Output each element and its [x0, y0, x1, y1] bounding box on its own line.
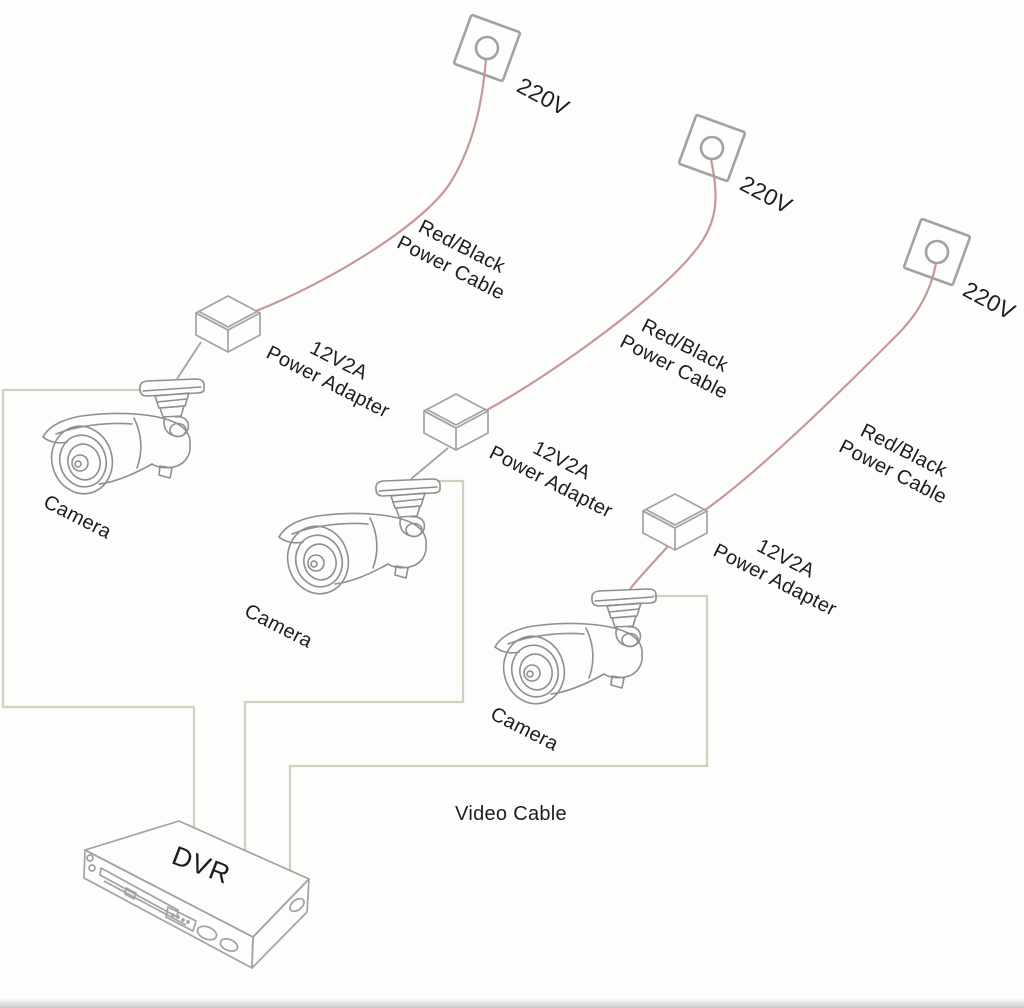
camera-1 — [42, 378, 205, 502]
power-cable-3-to-camera — [629, 545, 669, 590]
camera-2 — [278, 478, 441, 602]
wall-outlet-2 — [677, 113, 747, 183]
wall-outlet-3 — [902, 217, 972, 287]
dvr-port-2 — [219, 938, 239, 952]
power-lead-to-camera-1 — [176, 341, 202, 380]
dvr-port-3 — [289, 897, 305, 913]
power-cable-3 — [704, 262, 938, 511]
wall-outlet-1 — [452, 13, 522, 83]
camera-3 — [494, 588, 657, 712]
dvr-led-1 — [86, 854, 94, 862]
power-cable-1 — [255, 58, 488, 313]
video-cable-2 — [243, 479, 465, 850]
power-adapter-2 — [423, 393, 489, 451]
dvr-box — [83, 820, 310, 969]
video-cable-3 — [288, 594, 709, 870]
power-adapter-3 — [642, 493, 708, 551]
video-cable-1 — [1, 388, 196, 828]
dvr-led-2 — [88, 864, 96, 872]
power-cable-2 — [486, 158, 717, 411]
power-adapter-1 — [195, 295, 261, 353]
dvr-port-1 — [196, 925, 218, 941]
power-lead-to-camera-2 — [410, 447, 449, 480]
video-cable-label: Video Cable — [455, 803, 567, 826]
photo-edge-shadow — [0, 998, 1024, 1008]
dvr-vga-port — [165, 906, 197, 932]
dvr-button — [124, 887, 137, 900]
